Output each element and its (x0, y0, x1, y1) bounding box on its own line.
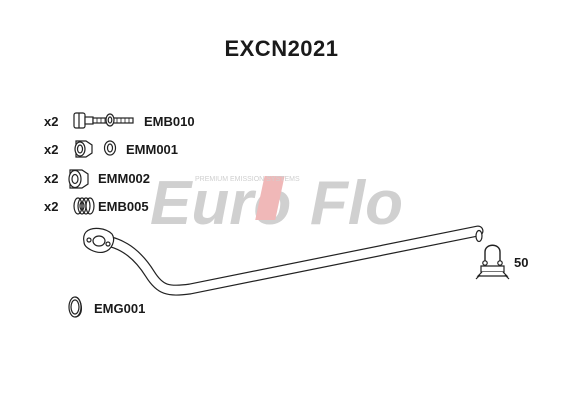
bolt-icon (73, 112, 134, 129)
part-qty-emm001: x2 (44, 142, 59, 157)
clamp-icon (475, 244, 510, 280)
clamp-size-label: 50 (514, 255, 529, 270)
gasket-icon (68, 296, 82, 318)
part-label-emm002: EMM002 (98, 171, 151, 186)
nut-icon (74, 140, 117, 158)
diagram-title: EXCN2021 (224, 36, 339, 61)
spring-icon (73, 197, 95, 215)
part-label-emb005: EMB005 (98, 199, 149, 214)
part-qty-emm002: x2 (44, 171, 59, 186)
part-qty-emb010: x2 (44, 114, 59, 129)
exhaust-pipe-icon (83, 225, 484, 296)
part-label-emm001: EMM001 (126, 142, 179, 157)
nut-icon (68, 169, 89, 189)
part-qty-emb005: x2 (44, 199, 59, 214)
part-label-emb010: EMB010 (144, 114, 195, 129)
gasket-label: EMG001 (94, 301, 146, 316)
